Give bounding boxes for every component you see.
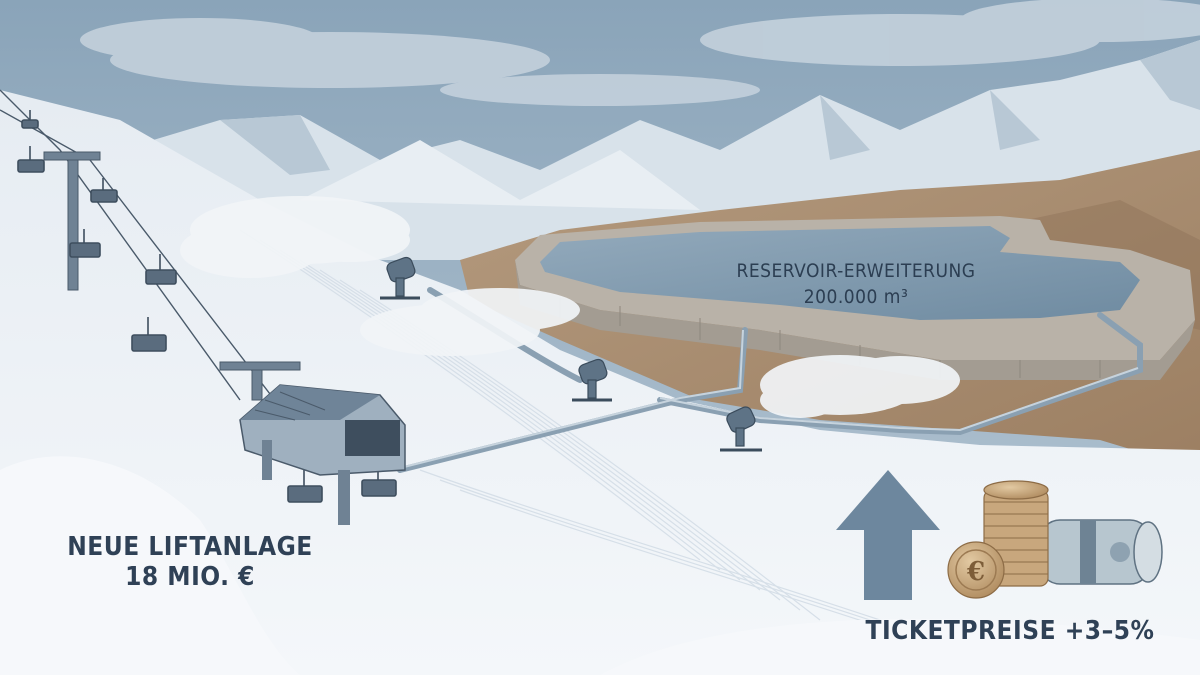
ticket-label-text: TICKETPREISE +3–5% <box>865 616 1155 646</box>
snow-spray <box>180 196 960 418</box>
euro-symbol: € <box>966 557 985 587</box>
lift-label-cost: 18 MIO. € <box>125 562 255 592</box>
lift-label: NEUE LIFTANLAGE 18 MIO. € <box>60 532 320 592</box>
reservoir-label-title: RESERVOIR-ERWEITERUNG <box>736 260 976 282</box>
lift-station <box>239 384 406 525</box>
clouds <box>80 0 1200 106</box>
euro-coins <box>947 480 1049 599</box>
lift-label-title: NEUE LIFTANLAGE <box>67 532 313 562</box>
up-arrow <box>836 470 940 600</box>
ticket-label: TICKETPREISE +3–5% <box>860 616 1160 646</box>
banknote-roll <box>1039 519 1163 585</box>
reservoir-label-volume: 200.000 m³ <box>803 286 909 308</box>
reservoir <box>515 216 1195 380</box>
chairlift <box>17 110 397 503</box>
reservoir-label: RESERVOIR-ERWEITERUNG 200.000 m³ <box>716 258 996 310</box>
lift-tower <box>43 151 301 401</box>
snow-cannon <box>380 256 762 452</box>
